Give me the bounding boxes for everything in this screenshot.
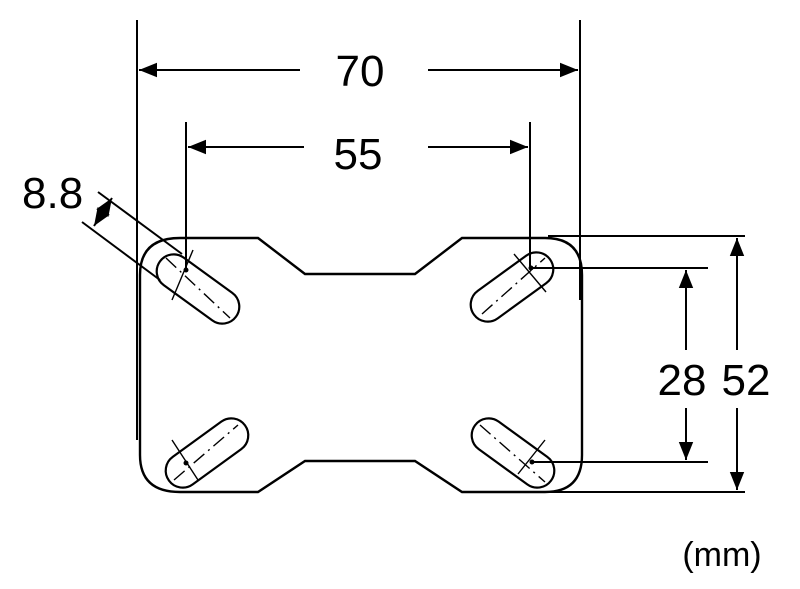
unit-label: (mm) xyxy=(682,536,761,574)
dimension-28-label: 28 xyxy=(658,356,707,405)
dimension-line-8-8 xyxy=(93,197,113,227)
dimension-52-label: 52 xyxy=(722,356,771,405)
slot-top-left xyxy=(155,249,241,325)
extension-line-slot-a xyxy=(97,191,183,255)
extension-line-slot-b xyxy=(81,221,161,281)
dimension-70-label: 70 xyxy=(336,47,385,96)
dimension-8-8-label: 8.8 xyxy=(22,169,83,218)
slot-bottom-left xyxy=(164,417,250,489)
dimension-55-label: 55 xyxy=(334,130,383,179)
slot-bottom-right xyxy=(470,417,556,489)
